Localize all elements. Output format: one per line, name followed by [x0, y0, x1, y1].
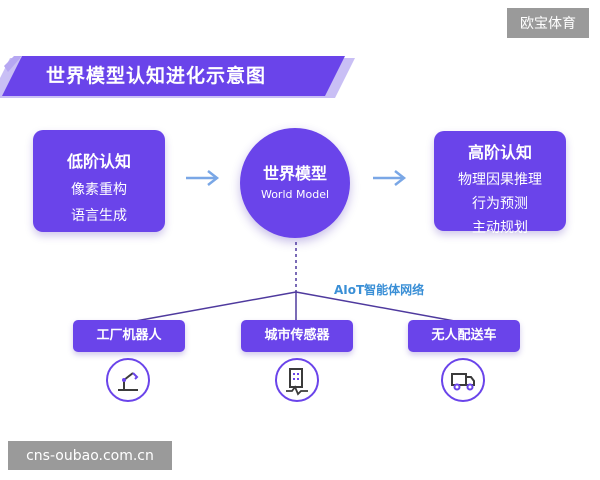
node-factory-robot: 工厂机器人	[73, 320, 185, 352]
branch-line-right	[295, 291, 461, 323]
city-sensor-icon	[275, 358, 319, 402]
high-cognition-box: 高阶认知 物理因果推理 行为预测 主动规划	[434, 131, 566, 236]
low-cognition-box: 低阶认知 像素重构 语言生成	[33, 130, 165, 232]
arrow-right-icon	[373, 168, 409, 194]
node-city-sensor: 城市传感器	[241, 320, 353, 352]
high-cognition-title: 高阶认知	[467, 143, 532, 162]
banner-shape	[0, 56, 355, 98]
robot-arm-icon	[106, 358, 150, 402]
arrow-right-icon	[186, 168, 222, 194]
world-model-title: 世界模型	[262, 164, 327, 183]
delivery-truck-icon	[441, 358, 485, 402]
world-model-circle: 世界模型 World Model	[240, 128, 350, 238]
branch-line-left	[129, 291, 297, 323]
site-watermark: cns-oubao.com.cn	[8, 441, 172, 470]
low-cognition-item: 像素重构	[71, 182, 127, 198]
page-title: 世界模型认知进化示意图	[46, 65, 267, 87]
high-cognition-item: 行为预测	[472, 196, 528, 212]
title-banner: 世界模型认知进化示意图	[0, 56, 360, 100]
high-cognition-item: 主动规划	[472, 220, 528, 236]
brand-watermark: 欧宝体育	[507, 8, 589, 38]
world-model-subtitle: World Model	[260, 188, 330, 201]
low-cognition-title: 低阶认知	[66, 152, 131, 171]
node-delivery-vehicle: 无人配送车	[408, 320, 520, 352]
high-cognition-item: 物理因果推理	[458, 172, 542, 188]
low-cognition-item: 语言生成	[71, 208, 127, 224]
network-label: AIoT智能体网络	[334, 283, 425, 297]
